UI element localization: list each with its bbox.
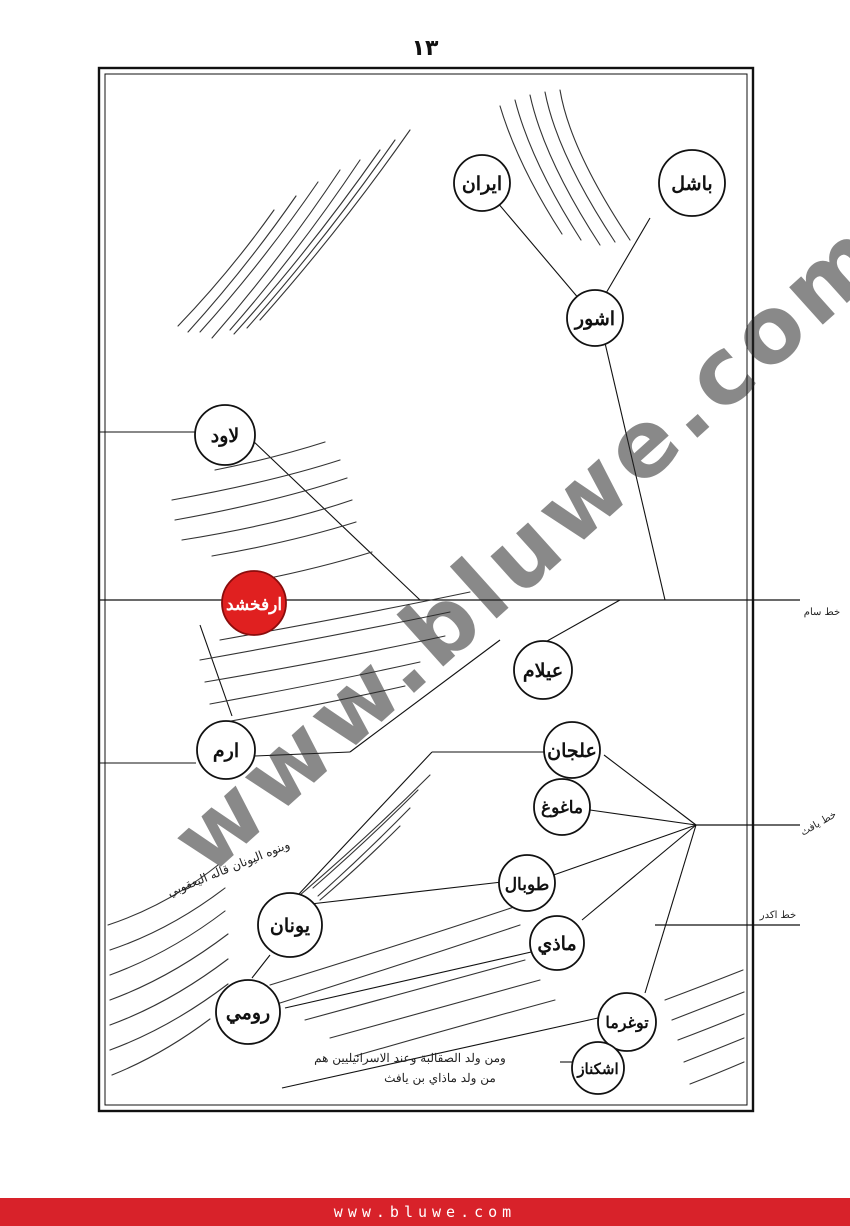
node-tughurma: توغرما <box>597 992 657 1052</box>
link-madhay-rumi <box>284 949 541 1009</box>
node-ashur: اشور <box>566 289 624 347</box>
link-tughurma-box <box>281 1017 599 1089</box>
node-ashkanaz: اشكناز <box>571 1041 625 1095</box>
note-bashal <box>499 89 631 246</box>
link-iran-ashur <box>496 201 581 301</box>
note-arfakhshad <box>199 591 471 725</box>
link-ashur-sam <box>604 342 666 601</box>
node-tubal-label: طوبال <box>505 875 550 895</box>
page-number: ١٣ <box>411 36 439 61</box>
link-lawud-sam <box>251 439 421 601</box>
node-aljan-label: علجان <box>547 740 597 762</box>
yunan-note: وبنوه اليونان قاله اليعقوبي <box>165 837 292 899</box>
node-arfakhshad: ارفخشد <box>221 570 287 636</box>
footer-link[interactable]: www.bluwe.com <box>333 1203 517 1221</box>
ashkanaz-note-line1: ومن ولد الصقالبة وعند الاسرائيليين هم <box>314 1051 506 1065</box>
note-lawud <box>171 441 373 581</box>
node-iran: ايران <box>453 154 511 212</box>
outer-frame <box>97 66 755 1113</box>
link-sam-elam <box>539 599 621 646</box>
node-lawud: لاود <box>194 404 256 466</box>
note-rumi <box>107 864 229 1076</box>
node-yunan-label: يونان <box>270 915 310 937</box>
link-yunan-rumi <box>251 954 271 979</box>
node-lawud-label: لاود <box>211 425 239 447</box>
node-iran-label: ايران <box>462 173 502 195</box>
node-aram-label: ارم <box>213 740 239 762</box>
fan-madhay <box>581 824 697 921</box>
note-tughurma <box>664 969 745 1085</box>
node-rumi: رومي <box>215 979 281 1045</box>
node-elam: عيلام <box>513 640 573 700</box>
fan-tubal <box>544 824 697 879</box>
node-bashal: باشل <box>658 149 726 217</box>
node-yunan: يونان <box>257 892 323 958</box>
node-maghugh: ماغوغ <box>533 778 591 836</box>
node-bashal-label: باشل <box>671 173 712 195</box>
node-madhay-label: ماذي <box>537 933 576 956</box>
link-bashal-ashur <box>601 217 651 301</box>
node-maghugh-label: ماغوغ <box>541 798 583 818</box>
side-label-ukdur: خط اكدر <box>759 910 796 921</box>
node-aram: ارم <box>196 720 256 780</box>
fan-tughurma <box>644 824 697 994</box>
node-tughurma-label: توغرما <box>605 1013 649 1033</box>
node-aljan: علجان <box>543 721 601 779</box>
inner-frame <box>104 73 748 1106</box>
node-rumi-label: رومي <box>226 1002 270 1025</box>
link-aram-b <box>254 751 351 757</box>
link-aram-a <box>349 639 501 753</box>
node-tubal: طوبال <box>498 854 556 912</box>
node-madhay: ماذي <box>529 915 585 971</box>
link-tubal-yunan <box>301 881 503 906</box>
footer-bar: www.bluwe.com <box>0 1198 850 1226</box>
fan-aljan <box>603 754 697 826</box>
note-yafith-sons <box>269 774 556 1057</box>
side-label-sam: خط سام <box>804 607 840 618</box>
node-elam-label: عيلام <box>523 660 563 682</box>
node-arfakhshad-label: ارفخشد <box>226 595 282 615</box>
link-bracket-yunan <box>297 751 433 896</box>
node-ashur-label: اشور <box>573 308 615 330</box>
note-iran <box>177 129 411 339</box>
ashkanaz-note-line2: من ولد ماذاي بن يافث <box>384 1071 496 1085</box>
side-label-yafith: خط يافث <box>799 809 839 838</box>
fan-maghugh <box>589 809 697 826</box>
node-ashkanaz-label: اشكناز <box>576 1060 618 1078</box>
